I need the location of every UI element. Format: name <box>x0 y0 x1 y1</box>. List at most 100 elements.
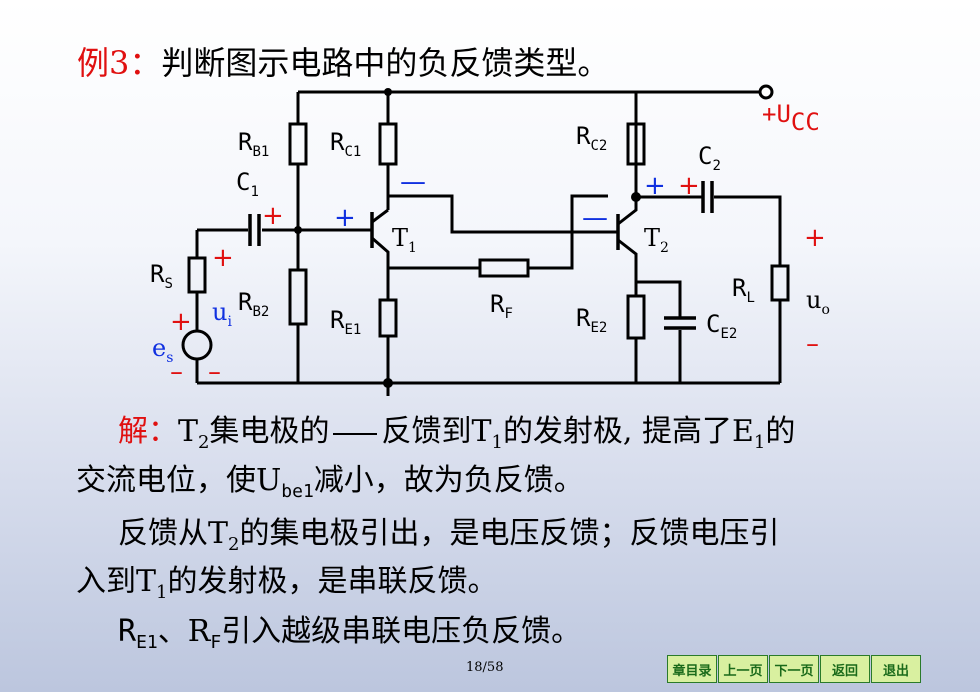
es-label: e <box>152 334 166 362</box>
minus-es: – <box>170 357 183 387</box>
title-prefix: 例3： <box>77 44 162 82</box>
t1-label: T <box>392 224 408 252</box>
feedback-to-text: 反馈到T <box>381 414 492 449</box>
c1-sub: 1 <box>250 184 258 200</box>
minus-ui: – <box>208 357 221 387</box>
line3-sub: 2 <box>228 534 240 555</box>
line4-b: 的发射极，是串联反馈。 <box>167 564 498 599</box>
svg-text:RF: RF <box>490 290 513 322</box>
ce2-label: C <box>706 310 720 338</box>
rf-text: 、R <box>157 614 211 649</box>
ui-sub: i <box>227 314 232 330</box>
t1-sub: 1 <box>408 240 417 256</box>
rf-label: R <box>490 290 505 318</box>
prev-page-button[interactable]: 上一页 <box>718 655 768 683</box>
t2-sub: 2 <box>660 240 669 256</box>
line3-b: 的集电极引出，是电压反馈；反馈电压引 <box>239 516 780 551</box>
svg-text:C2: C2 <box>698 142 721 174</box>
re1-sub: E1 <box>344 322 361 338</box>
svg-text:RB1: RB1 <box>238 128 269 160</box>
svg-text:T1: T1 <box>392 224 417 256</box>
rc2-label: R <box>576 122 591 150</box>
svg-text:C1: C1 <box>236 168 259 200</box>
title-text: 判断图示电路中的负反馈类型。 <box>161 44 610 82</box>
back-button[interactable]: 返回 <box>820 655 870 683</box>
t1-sub-text: 1 <box>491 432 503 453</box>
re1-text: R <box>118 614 137 649</box>
ucc-label: +U <box>762 100 791 128</box>
nav-buttons: 章目录 上一页 下一页 返回 退出 <box>667 655 922 683</box>
collector-text: 集电极的 <box>209 414 330 449</box>
t2-label: T <box>644 224 660 252</box>
component-labels: RB1 RC1 RC2 C1 C2 RS RB2 RE1 RF RE2 CE2 … <box>150 100 830 366</box>
plus-output: + <box>804 223 826 253</box>
voltage-source-icon <box>181 329 213 361</box>
page-number: 18/58 <box>466 660 504 675</box>
re2-sub: E2 <box>590 320 607 336</box>
svg-text:uo: uo <box>806 286 830 318</box>
c2-label: C <box>698 142 712 170</box>
minus-output: – <box>806 329 819 359</box>
rl-sub: L <box>746 290 754 306</box>
de-text: 的 <box>765 414 796 449</box>
line4-a: 入到T <box>76 564 157 599</box>
re1-label: R <box>330 306 345 334</box>
svg-text:RE1: RE1 <box>330 306 361 338</box>
svg-text:es: es <box>152 334 173 366</box>
rb1-label: R <box>238 128 253 156</box>
capacitors <box>248 181 714 330</box>
t2-text: T <box>178 414 199 449</box>
rb2-label: R <box>238 288 253 316</box>
plus-t1-base: + <box>334 203 356 233</box>
minus-t2-base: — <box>582 203 608 233</box>
emitter-text: 的发射极, 提高了E <box>502 414 754 449</box>
page-title: 例3：判断图示电路中的负反馈类型。 <box>77 38 609 84</box>
svg-text:+UCC: +UCC <box>762 100 820 136</box>
rs-sub: S <box>164 276 172 292</box>
svg-text:T2: T2 <box>644 224 669 256</box>
line2-b: 减小，故为负反馈。 <box>313 463 584 498</box>
uo-label: u <box>806 286 821 314</box>
svg-text:RC2: RC2 <box>576 122 607 154</box>
polarity-marks: + + + – – + — — + + + – <box>170 167 826 387</box>
svg-text:RB2: RB2 <box>238 288 269 320</box>
re1-sub-text: E1 <box>136 632 158 653</box>
next-page-button[interactable]: 下一页 <box>769 655 819 683</box>
solution-line-4: 入到T1的发射极，是串联反馈。 <box>76 556 497 603</box>
c1-label: C <box>236 168 250 196</box>
plus-t2-collector: + <box>644 171 666 201</box>
svg-text:RC1: RC1 <box>330 128 361 160</box>
plus-es: + <box>170 307 192 337</box>
svg-text:RL: RL <box>732 274 755 306</box>
svg-text:RE2: RE2 <box>576 304 607 336</box>
rs-label: R <box>150 260 165 288</box>
conclusion-text: 引入越级串联电压负反馈。 <box>221 614 582 649</box>
e1-sub-text: 1 <box>753 432 766 453</box>
solution-line-3: 反馈从T2的集电极引出，是电压反馈；反馈电压引 <box>118 508 779 555</box>
resistors <box>187 122 790 340</box>
rc1-label: R <box>330 128 345 156</box>
minus-t1-collector: — <box>400 167 426 197</box>
solution-conclusion: RE1、RF引入越级串联电压负反馈。 <box>118 606 581 653</box>
t2-sub-text: 2 <box>198 432 210 453</box>
rb2-sub: B2 <box>252 304 269 320</box>
es-sub: s <box>166 350 173 366</box>
re2-label: R <box>576 304 591 332</box>
solution-head: 解： <box>118 414 178 449</box>
ui-label: u <box>212 298 227 326</box>
plus-source: + <box>212 243 234 273</box>
c2-sub: 2 <box>712 158 720 174</box>
svg-text:CE2: CE2 <box>706 310 737 342</box>
line3-a: 反馈从T <box>118 516 229 551</box>
rc1-sub: C1 <box>344 144 361 160</box>
chapter-index-button[interactable]: 章目录 <box>667 655 717 683</box>
vcc-terminal-icon <box>758 84 774 100</box>
rf-sub: F <box>504 306 512 322</box>
plus-c2: + <box>678 171 700 201</box>
ce2-sub: E2 <box>720 326 737 342</box>
rc2-sub: C2 <box>590 138 607 154</box>
exit-button[interactable]: 退出 <box>871 655 921 683</box>
line2-a: 交流电位，使U <box>76 463 282 498</box>
circuit-wires <box>195 90 782 385</box>
